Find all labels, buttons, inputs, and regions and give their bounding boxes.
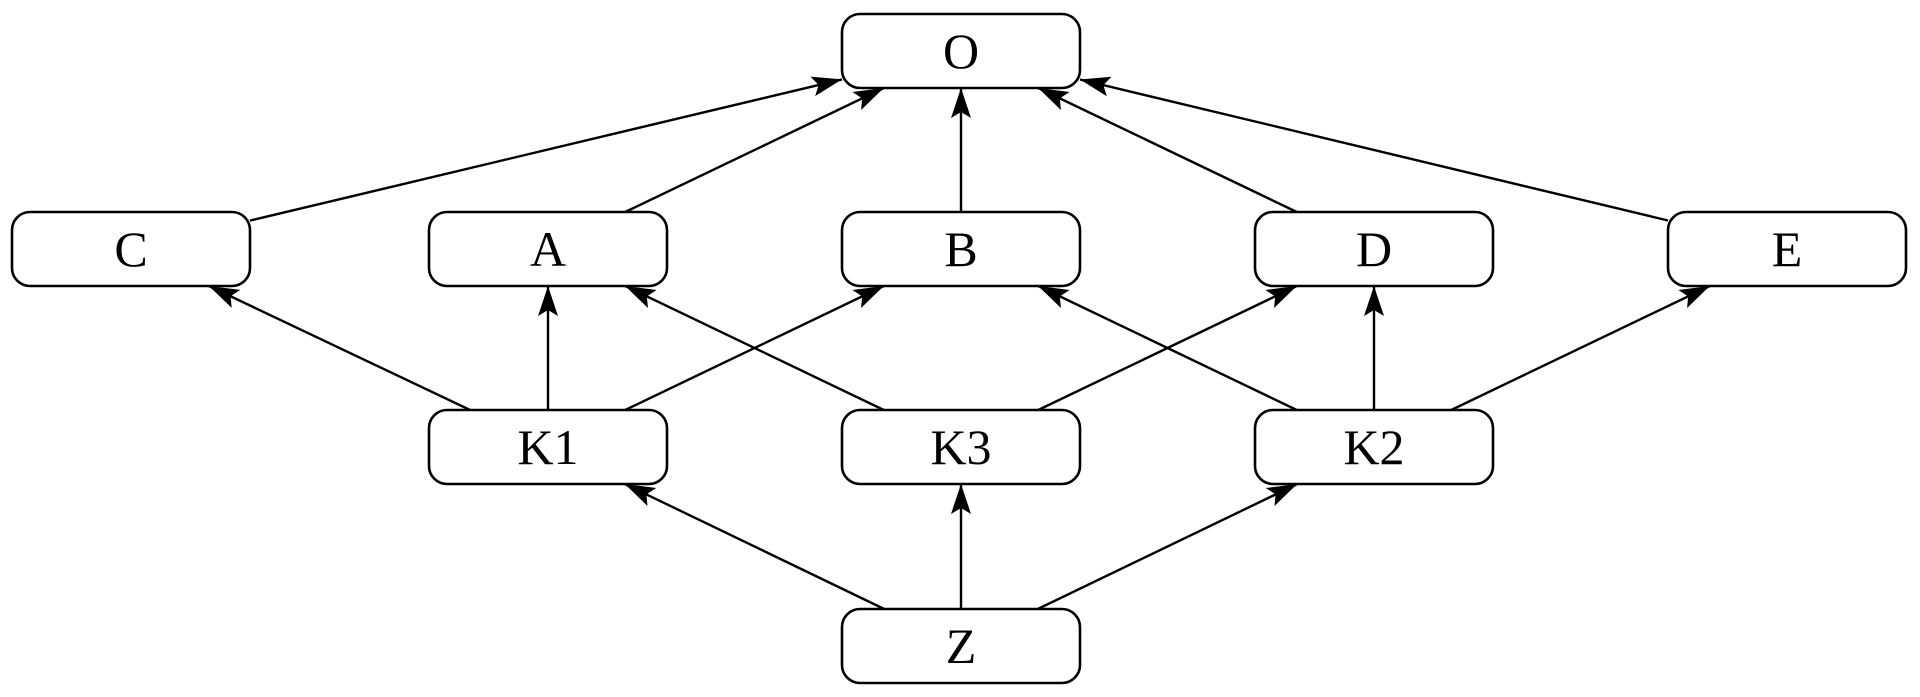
node-box-K3 — [840, 408, 1082, 486]
node-box-K2 — [1253, 408, 1495, 486]
edge-layer — [208, 76, 1711, 611]
node-D: D — [1253, 210, 1495, 288]
edge-K2-E — [1450, 284, 1711, 412]
node-K3: K3 — [840, 408, 1082, 486]
node-K2: K2 — [1253, 408, 1495, 486]
node-O: O — [840, 12, 1082, 90]
edge-K1-C — [208, 284, 471, 412]
edge-D-O — [1037, 86, 1298, 214]
node-label-B: B — [944, 221, 977, 277]
node-label-C: C — [114, 221, 147, 277]
node-box-E — [1666, 210, 1908, 288]
edge-E-O — [1079, 76, 1669, 222]
node-box-A — [427, 210, 669, 288]
node-label-Z: Z — [946, 618, 977, 674]
node-box-D — [1253, 210, 1495, 288]
node-label-K3: K3 — [930, 419, 991, 475]
node-label-K2: K2 — [1343, 419, 1404, 475]
node-A: A — [427, 210, 669, 288]
node-box-C — [10, 210, 252, 288]
node-Z: Z — [840, 607, 1082, 685]
node-K1: K1 — [427, 408, 669, 486]
node-box-O — [840, 12, 1082, 90]
node-label-O: O — [943, 23, 979, 79]
node-label-D: D — [1356, 221, 1392, 277]
node-box-B — [840, 210, 1082, 288]
edge-C-O — [249, 76, 843, 222]
edge-Z-K2 — [1037, 482, 1298, 611]
edge-Z-K1 — [624, 482, 885, 611]
edge-A-O — [624, 86, 885, 214]
node-label-A: A — [530, 221, 566, 277]
node-box-Z — [840, 607, 1082, 685]
node-C: C — [10, 210, 252, 288]
node-box-K1 — [427, 408, 669, 486]
node-layer: O C A B D E K1 K3 K2Z — [10, 12, 1908, 685]
edge-K3-A — [624, 284, 885, 412]
node-B: B — [840, 210, 1082, 288]
node-label-K1: K1 — [517, 419, 578, 475]
node-label-E: E — [1772, 221, 1803, 277]
edge-K2-B — [1037, 284, 1298, 412]
node-E: E — [1666, 210, 1908, 288]
